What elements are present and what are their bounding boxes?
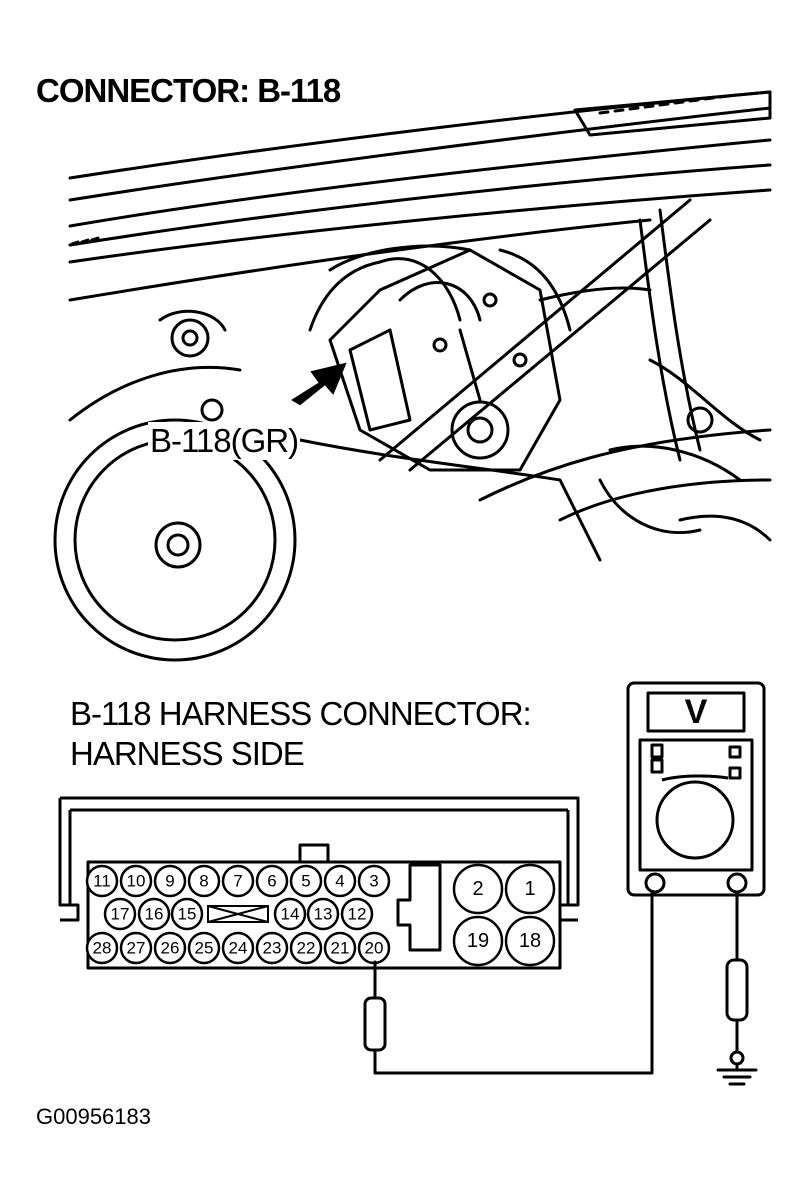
pin-16 (137, 897, 171, 931)
pin-label-15: 15 (178, 905, 197, 924)
pin-label-21: 21 (331, 939, 350, 958)
pin-label-22: 22 (297, 939, 316, 958)
pin-2 (452, 863, 504, 915)
meter-display: V (685, 693, 708, 731)
pin-28 (85, 931, 119, 965)
pin-27 (119, 931, 153, 965)
pin-8 (187, 864, 221, 898)
pin-label-7: 7 (233, 872, 242, 891)
harness-heading-line2: HARNESS SIDE (70, 735, 305, 772)
pin-3 (357, 864, 391, 898)
pin-26 (153, 931, 187, 965)
pin-21 (323, 931, 357, 965)
pin-25 (187, 931, 221, 965)
pin-15 (170, 897, 204, 931)
page-title: CONNECTOR: B-118 (36, 72, 341, 109)
pin-23 (255, 931, 289, 965)
figure-code: G00956183 (36, 1104, 151, 1129)
pin-6 (255, 864, 289, 898)
pin-label-18: 18 (519, 930, 541, 952)
pin-label-27: 27 (127, 939, 146, 958)
pin-label-20: 20 (365, 939, 384, 958)
pin-label-13: 13 (314, 905, 333, 924)
pin-label-25: 25 (195, 939, 214, 958)
pin-7 (221, 864, 255, 898)
pin-label-12: 12 (348, 905, 367, 924)
pin-label-14: 14 (281, 905, 300, 924)
pin-14 (273, 897, 307, 931)
voltmeter-icon (626, 681, 766, 897)
pin-22 (289, 931, 323, 965)
pin-11 (85, 864, 119, 898)
pin-9 (153, 864, 187, 898)
pin-label-4: 4 (335, 872, 344, 891)
pin-5 (289, 864, 323, 898)
pin-label-28: 28 (93, 939, 112, 958)
pin-19 (452, 915, 504, 967)
pin-24 (221, 931, 255, 965)
pin-label-16: 16 (145, 905, 164, 924)
pin-label-19: 19 (467, 930, 489, 952)
pin-1 (504, 863, 556, 915)
harness-heading-line1: B-118 HARNESS CONNECTOR: (70, 695, 532, 732)
pin-13 (306, 897, 340, 931)
pin-label-8: 8 (199, 872, 208, 891)
ground-symbol-icon (716, 890, 758, 1086)
pin-label-17: 17 (111, 905, 130, 924)
pin-label-6: 6 (267, 872, 276, 891)
pin-12 (340, 897, 374, 931)
pin-label-11: 11 (93, 872, 111, 891)
pin-label-9: 9 (165, 872, 174, 891)
pin-label-1: 1 (524, 878, 535, 900)
pin-10 (119, 864, 153, 898)
pin-label-23: 23 (263, 939, 282, 958)
connector-location-label: B-118(GR) (148, 422, 301, 460)
pin-18 (504, 915, 556, 967)
pin-label-26: 26 (161, 939, 180, 958)
pin-17 (103, 897, 137, 931)
pin-label-2: 2 (472, 878, 483, 900)
pin-label-24: 24 (229, 939, 248, 958)
pin-4 (323, 864, 357, 898)
pin-label-10: 10 (127, 872, 146, 891)
pin-label-3: 3 (369, 872, 378, 891)
pin-label-5: 5 (301, 872, 310, 891)
